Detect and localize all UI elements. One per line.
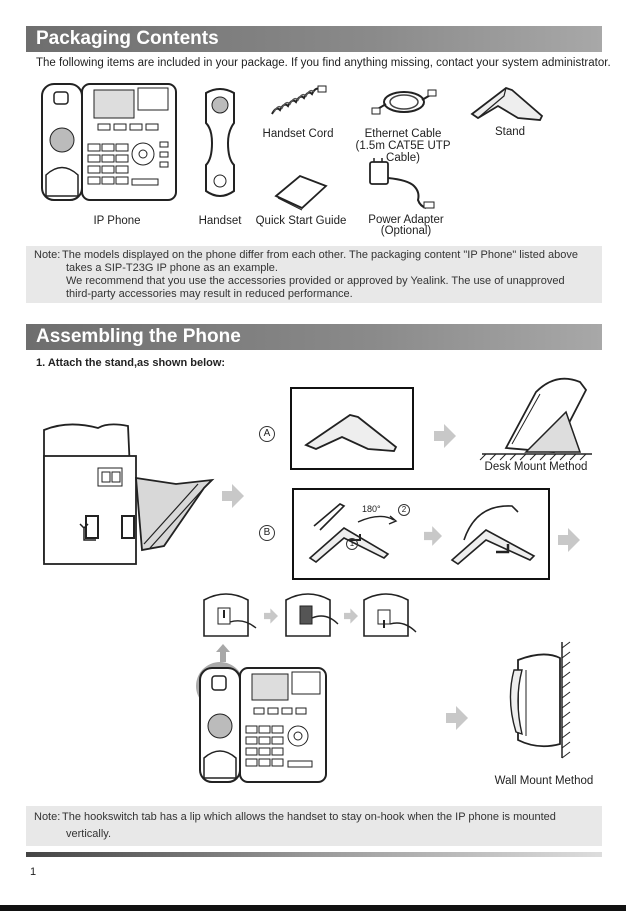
note-key: Note:	[34, 249, 61, 261]
item-label-power-adapter: Power Adapter (Optional)	[360, 214, 452, 237]
page-number: 1	[30, 866, 37, 878]
option-a-box	[290, 387, 414, 470]
item-label-handset: Handset	[198, 215, 242, 227]
stand-illustration	[304, 414, 398, 452]
arrow-right-icon	[434, 424, 456, 448]
arrow-right-icon	[558, 528, 580, 552]
wall-mount-label: Wall Mount Method	[494, 775, 594, 787]
arrow-right-icon	[424, 526, 442, 546]
desk-mount-label: Desk Mount Method	[484, 461, 588, 473]
arrow-right-icon	[344, 608, 358, 624]
packaging-note: Note: The models displayed on the phone …	[26, 246, 602, 303]
handset-illustration	[205, 88, 235, 197]
desk-mount-illustration	[479, 377, 592, 461]
step-2-marker: 2	[398, 504, 410, 516]
option-b-box: 180° 2 1	[292, 488, 550, 580]
section-title-assembling: Assembling the Phone	[26, 324, 602, 350]
quick-start-guide-illustration	[274, 174, 328, 211]
ethernet-cable-illustration	[371, 89, 437, 115]
wall-mount-illustration	[509, 641, 571, 759]
ethernet-cable-title: Ethernet Cable	[364, 128, 442, 140]
hookswitch-step-2-illustration	[285, 593, 339, 637]
stand-rotate-illustration	[308, 503, 398, 564]
handset-cord-illustration	[271, 85, 327, 115]
section-title-packaging: Packaging Contents	[26, 26, 602, 52]
power-adapter-optional: (Optional)	[380, 225, 432, 237]
option-a-marker: A	[259, 426, 275, 442]
item-label-quick-start-guide: Quick Start Guide	[255, 215, 347, 227]
step-1-title: 1. Attach the stand,as shown below:	[36, 357, 226, 369]
note-line: takes a SIP-T23G IP phone as an example.	[66, 262, 278, 274]
arrow-right-icon	[222, 484, 244, 508]
option-b-marker: B	[259, 525, 275, 541]
ip-phone-illustration	[41, 83, 177, 201]
hookswitch-step-1-illustration	[203, 593, 257, 637]
power-adapter-illustration	[369, 158, 435, 209]
note-line: vertically.	[66, 828, 112, 840]
arrow-right-icon	[446, 706, 468, 730]
footer-rule	[26, 852, 602, 857]
packaging-intro: The following items are included in your…	[36, 57, 611, 69]
page-bottom-border	[0, 905, 626, 911]
hookswitch-note: Note: The hookswitch tab has a lip which…	[26, 806, 602, 846]
arrow-up-icon	[216, 644, 230, 662]
power-adapter-title: Power Adapter	[368, 214, 444, 226]
item-label-ip-phone: IP Phone	[93, 215, 141, 227]
stand-illustration	[470, 86, 544, 121]
rotation-angle: 180°	[362, 504, 381, 514]
stand-attached-illustration	[450, 505, 536, 566]
note-line: We recommend that you use the accessorie…	[66, 275, 565, 287]
item-label-stand: Stand	[494, 126, 526, 138]
note-line: third-party accessories may result in re…	[66, 288, 353, 300]
step-1-marker: 1	[346, 538, 358, 550]
phone-back-with-stand-illustration	[43, 423, 215, 565]
ip-phone-front-illustration	[196, 662, 327, 783]
note-key: Note:	[34, 811, 61, 823]
hookswitch-step-3-illustration	[363, 593, 417, 637]
item-label-handset-cord: Handset Cord	[262, 128, 334, 140]
item-label-ethernet-cable: Ethernet Cable (1.5m CAT5E UTP Cable)	[340, 128, 466, 164]
ethernet-cable-spec: (1.5m CAT5E UTP Cable)	[355, 140, 451, 164]
arrow-right-icon	[264, 608, 278, 624]
note-line: The models displayed on the phone differ…	[62, 249, 578, 261]
note-line: The hookswitch tab has a lip which allow…	[62, 811, 556, 823]
